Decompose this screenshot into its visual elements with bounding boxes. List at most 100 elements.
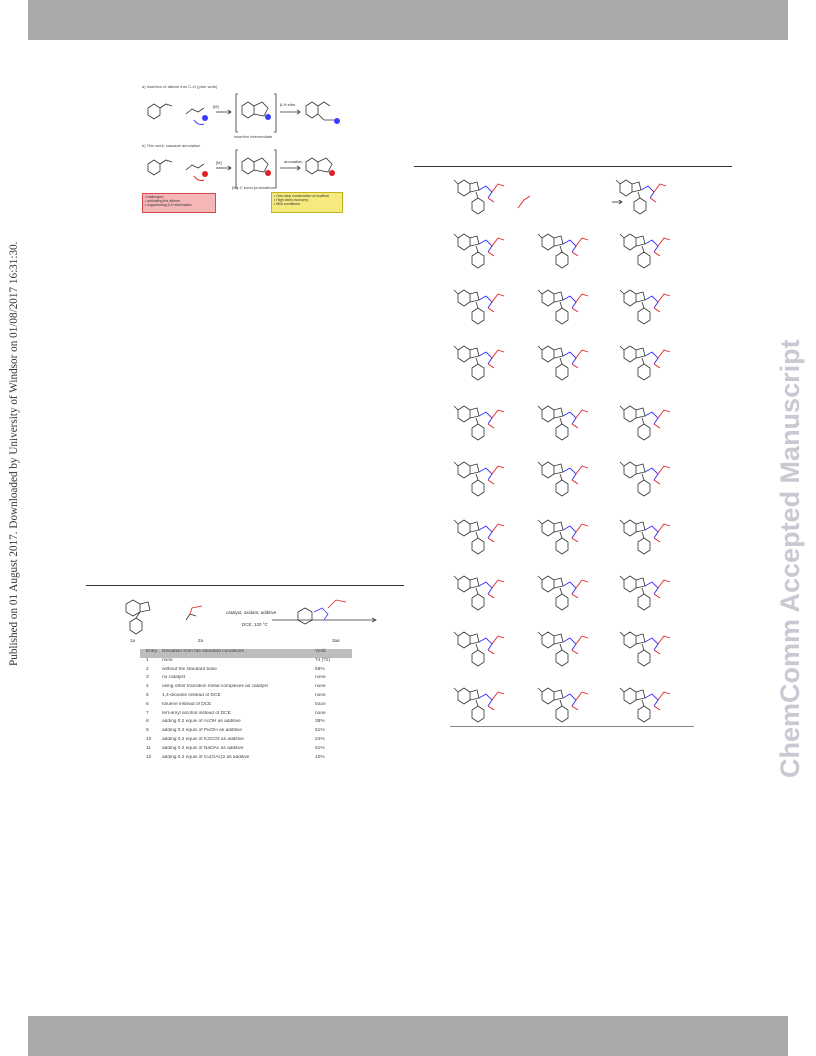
cell-deviation: toluene instead of DCE [162,701,212,707]
scope-product-structure [453,575,505,611]
table-row: 7 tert-amyl alcohol instead of DCE none [140,711,440,720]
cell-entry: 2 [146,666,149,672]
scope-reaction-arrow [517,195,623,209]
cell-deviation: adding 0.2 equiv of AcOH as additive [162,719,241,725]
conditions-label-2: DCE, 120 °C [242,622,268,627]
cell-deviation: adding 0.2 equiv of K2CO3 as additive [162,736,244,742]
scope-product-structure [619,345,671,381]
accepted-manuscript-watermark: ChemComm Accepted Manuscript [775,339,805,778]
header-yield: Yield [315,649,326,654]
scope-product-structure [537,575,589,611]
intermediate-caption: insertion intermediate [234,134,273,139]
table-header-row: Entry Deviation from the standard condit… [140,649,352,658]
cell-entry: 10 [146,736,152,742]
scheme-title-a: a) Insertion of alkene into C–H (prior w… [142,84,218,89]
challenges-line-1: • activating the alkene [145,199,181,203]
cell-yield: 58% [315,666,325,672]
scope-product-structure [453,289,505,325]
cell-yield: 51% [315,728,325,734]
challenges-line-2: • suppressing β-H elimination [145,203,192,207]
table-row: 9 adding 0.2 equiv of PivOH as additive 51… [140,728,440,737]
cell-deviation: adding 0.2 equiv of NaOAc as additive [162,745,244,751]
scope-top-rule [414,166,732,167]
scope-product-general [615,179,667,215]
cell-deviation: tert-amyl alcohol instead of DCE [162,710,231,716]
scope-product-structure [453,519,505,555]
table-row: 4 using other transition metal complexes … [140,684,440,693]
table-reaction-drawing [125,599,377,635]
cell-entry: 4 [146,684,149,690]
cell-yield: none [315,684,326,690]
compound-label-1a: 1a [130,638,136,643]
table-row: 11 adding 0.2 equiv of NaOAc as additive 6… [140,746,440,755]
compound-label-3aa: 3aa [332,638,340,643]
arrow-label-2: β-H elim. [280,102,297,107]
advantages-line-2: • High atom economy [274,198,309,202]
cell-deviation: 1,4-dioxane instead of DCE [162,692,221,698]
cell-yield: 10% [315,754,325,760]
table-row: 2 without the standard base 58% [140,667,440,676]
cell-yield: 74 (72) [315,657,331,663]
cell-entry: 8 [146,719,149,725]
cell-entry: 1 [146,657,149,663]
scope-product-structure [453,631,505,667]
cell-yield: 38% [315,719,325,725]
publication-note: Published on 01 August 2017. Downloaded … [8,241,20,666]
cell-yield: none [315,710,326,716]
table-row: 8 adding 0.2 equiv of AcOH as additive 38% [140,719,440,728]
table-row: 6 toluene instead of DCE trace [140,702,440,711]
optimization-table-block: 1a 2a 3aa catalyst, oxidant, additive DC… [86,580,404,772]
table-top-rule [86,585,404,586]
cell-entry: 9 [146,728,149,734]
scheme-title-b: b) This work: cascade annulation [142,143,201,148]
scope-product-structure [537,461,589,497]
cell-deviation: adding 0.2 equiv of Cu(OAc)2 as additive [162,754,250,760]
scope-product-structure [619,233,671,269]
cell-deviation: adding 0.2 equiv of PivOH as additive [162,728,242,734]
cell-entry: 7 [146,710,149,716]
cell-deviation: none [162,657,173,663]
arrow-label-1: [M] [213,104,219,109]
arrow-label-3: [M] [216,160,222,165]
substrate-scope-figure [412,160,732,732]
scope-product-structure [537,631,589,667]
scope-product-structure [537,405,589,441]
cell-entry: 6 [146,701,149,707]
scope-product-structure [453,345,505,381]
scheme-drawing [147,93,340,189]
scope-product-structure [537,345,589,381]
cell-entry: 5 [146,692,149,698]
cell-deviation: no catalyst [162,675,185,681]
scope-product-structure [619,519,671,555]
scope-product-structure [453,461,505,497]
table-row: 3 no catalyst none [140,675,440,684]
scope-product-structure [619,289,671,325]
cell-yield: none [315,675,326,681]
challenges-box: Challenges: • activating the alkene • su… [142,193,216,213]
cell-deviation: using other transition metal complexes a… [162,684,268,690]
scope-starting-material [453,179,505,215]
scope-product-structure [453,233,505,269]
cell-yield: 61% [315,745,325,751]
scope-product-structure [619,405,671,441]
cell-entry: 11 [146,745,151,751]
reaction-scheme: a) Insertion of alkene into C–H (prior w… [138,84,348,214]
cell-deviation: without the standard base [162,666,217,672]
scope-product-structure [537,233,589,269]
table-row: 5 1,4-dioxane instead of DCE none [140,693,440,702]
page-header-band [28,0,788,40]
cell-entry: 3 [146,675,149,681]
scope-product-structure [453,687,505,723]
conditions-label: catalyst, oxidant, additive [226,610,277,615]
scope-product-structure [453,405,505,441]
header-entry: Entry [146,649,158,654]
challenges-title: Challenges: [145,195,164,199]
advantages-line-3: • Mild conditions [274,202,301,206]
header-deviation: Deviation from the standard conditions [162,649,244,654]
cell-yield: none [315,692,326,698]
scope-product-structure [537,687,589,723]
cell-yield: trace [315,701,326,707]
protonation-caption: [M]–C bond protonation [232,185,274,190]
